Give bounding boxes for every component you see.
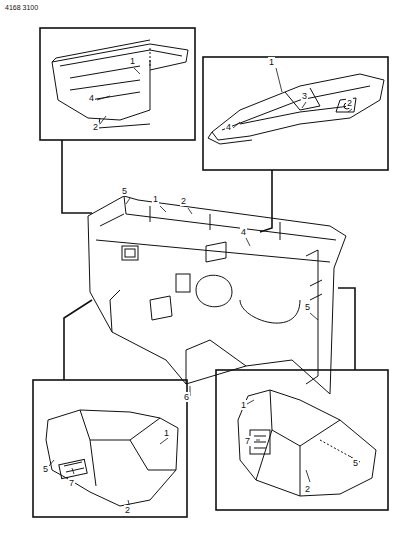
callout-number: 5 bbox=[42, 464, 49, 474]
callout-number: 5 bbox=[304, 302, 311, 312]
drawing-number: 4168 3100 bbox=[4, 4, 39, 12]
inset-frame bbox=[203, 57, 388, 170]
callout-number: 3 bbox=[301, 91, 308, 101]
inset-frame bbox=[33, 380, 187, 517]
dash-panel bbox=[88, 196, 346, 394]
cowl-part bbox=[208, 74, 384, 144]
callout-number: 2 bbox=[346, 98, 353, 108]
callout-number: 4 bbox=[240, 227, 247, 237]
callout-number: 2 bbox=[124, 505, 131, 515]
callout-number: 4 bbox=[88, 93, 95, 103]
callout-number: 4 bbox=[225, 122, 232, 132]
callout-number: 1 bbox=[129, 56, 136, 66]
callout-number: 6 bbox=[183, 392, 190, 402]
callout-number: 7 bbox=[244, 436, 251, 446]
floor-part bbox=[46, 410, 178, 506]
callout-number: 1 bbox=[268, 57, 275, 67]
callout-number: 1 bbox=[240, 400, 247, 410]
callout-number: 1 bbox=[163, 428, 170, 438]
inset-connector bbox=[62, 140, 355, 380]
inset-frame bbox=[40, 28, 195, 140]
cowl-part bbox=[52, 40, 188, 128]
floor-part bbox=[238, 390, 376, 496]
callout-number: 7 bbox=[68, 478, 75, 488]
leader-line bbox=[49, 68, 356, 508]
callout-number: 2 bbox=[92, 122, 99, 132]
callout-number: 1 bbox=[152, 194, 159, 204]
callout-number: 5 bbox=[121, 186, 128, 196]
callout-number: 5 bbox=[352, 458, 359, 468]
callout-number: 2 bbox=[180, 196, 187, 206]
callout-number: 2 bbox=[304, 484, 311, 494]
inset-frame bbox=[216, 370, 388, 510]
